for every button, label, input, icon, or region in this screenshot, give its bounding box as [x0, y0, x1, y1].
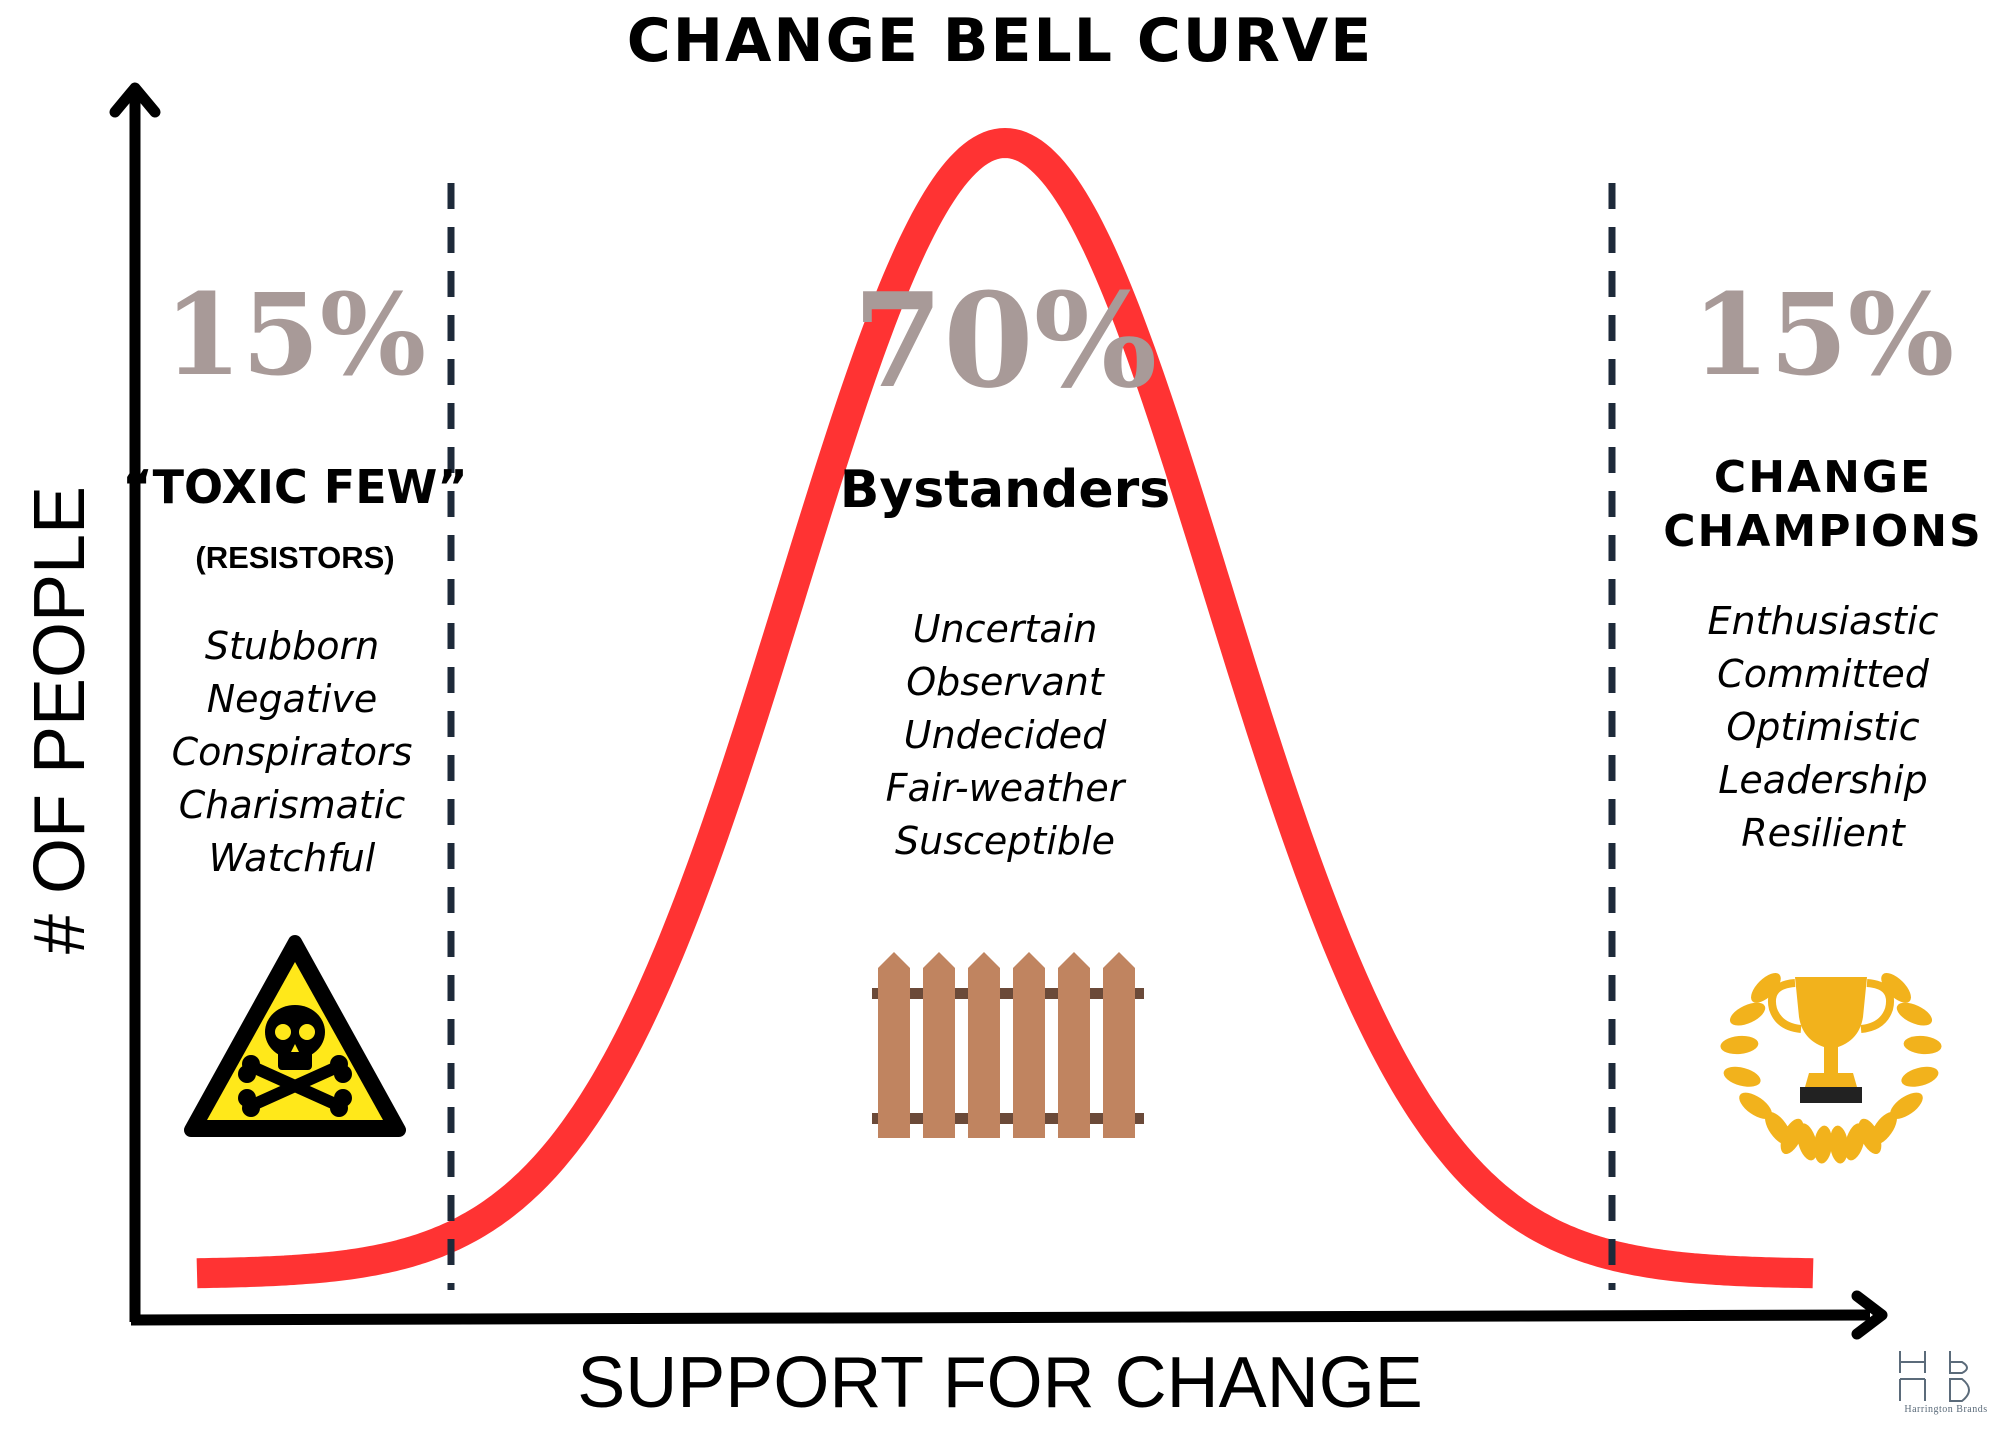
laurel-leaf	[1903, 1035, 1942, 1055]
trait: Susceptible	[895, 819, 1115, 863]
laurel-leaf	[1870, 1112, 1897, 1145]
laurel-leaf	[1751, 973, 1781, 1003]
trait: Leadership	[1718, 758, 1928, 802]
fence-picket	[878, 952, 910, 1138]
trait: Stubborn	[204, 624, 380, 668]
fence-picket	[968, 952, 1000, 1138]
fence-picket	[1103, 952, 1135, 1138]
laurel-leaf	[1901, 1066, 1939, 1087]
diagram-title: Change Bell Curve	[626, 6, 1374, 76]
trait: Fair-weather	[885, 766, 1125, 810]
y-axis-arrowhead	[109, 82, 161, 118]
trait: Conspirators	[171, 730, 413, 774]
trait: Negative	[206, 677, 378, 721]
fence-picket	[1058, 952, 1090, 1138]
y-axis-label: # OF PEOPLE	[20, 485, 100, 955]
segment-heading-center: Bystanders	[839, 460, 1171, 520]
segment-percent-right: 15%	[1691, 270, 1955, 401]
toxic-warning-icon	[184, 935, 406, 1137]
laurel-leaf	[1881, 973, 1911, 1003]
x-axis-arrowhead	[1851, 1290, 1888, 1340]
trait: Resilient	[1741, 811, 1905, 855]
logo: Harrington Brands	[1892, 1404, 2000, 1415]
laurel-leaf	[1739, 1092, 1772, 1119]
segment-percent-center: 70%	[852, 264, 1158, 417]
laurel-stem	[1834, 1144, 1848, 1158]
fence-picket	[923, 952, 955, 1138]
segment-traits-left: Stubborn Negative Conspirators Charismat…	[82, 620, 502, 885]
segment-traits-right: Enthusiastic Committed Optimistic Leader…	[1613, 595, 2000, 860]
trait: Enthusiastic	[1707, 599, 1939, 643]
laurel-leaf	[1765, 1112, 1792, 1145]
trait: Committed	[1717, 652, 1929, 696]
logo-mark	[1899, 1351, 1970, 1402]
trait: Watchful	[208, 836, 376, 880]
segment-heading-right-line2: CHAMPIONS	[1663, 506, 1983, 557]
segment-percent-left: 15%	[163, 270, 427, 401]
logo-text: Harrington Brands	[1904, 1404, 1988, 1415]
trait: Undecided	[903, 713, 1107, 757]
bell-curve	[196, 127, 1814, 1289]
trait: Optimistic	[1726, 705, 1920, 749]
segment-heading-left: “TOXIC FEW”	[122, 460, 468, 514]
laurel-stem	[1814, 1144, 1828, 1158]
segment-traits-center: Uncertain Observant Undecided Fair-weath…	[795, 603, 1215, 868]
laurel-leaf	[1797, 1123, 1818, 1161]
laurel-leaf	[1720, 1035, 1759, 1055]
fence-icon	[872, 952, 1144, 1138]
laurel-leaf	[1890, 1092, 1923, 1119]
trait: Charismatic	[178, 783, 406, 827]
x-axis	[130, 1309, 1871, 1326]
laurel-leaf	[1723, 1066, 1761, 1087]
trait: Uncertain	[912, 607, 1098, 651]
laurel-leaf	[1858, 1118, 1882, 1155]
fence-picket	[1013, 952, 1045, 1138]
x-axis-label: SUPPORT FOR CHANGE	[577, 1343, 1423, 1423]
segment-heading-right-line1: CHANGE	[1713, 452, 1933, 503]
laurel-leaf	[1729, 1002, 1766, 1026]
trait: Observant	[906, 660, 1104, 704]
laurel-leaf	[1896, 1002, 1933, 1026]
trophy-laurel-icon	[1720, 973, 1942, 1164]
laurel-leaf	[1844, 1123, 1865, 1161]
laurel-leaf	[1780, 1118, 1804, 1155]
segment-subheading-left: (RESISTORS)	[195, 540, 395, 575]
